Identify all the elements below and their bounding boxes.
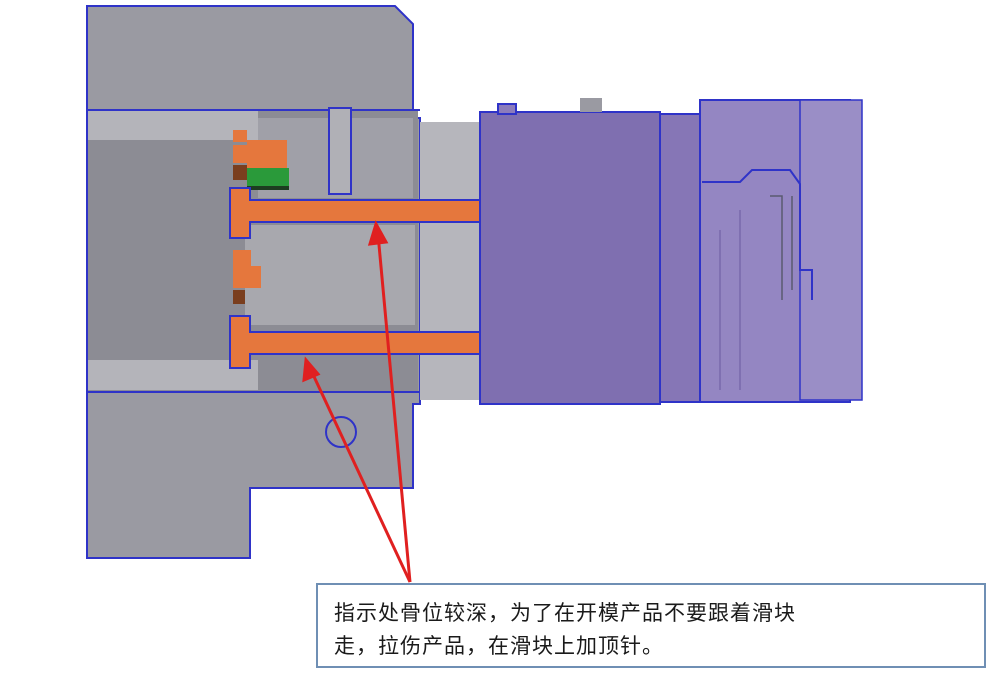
slider-top-tab bbox=[497, 103, 517, 115]
cavity-upper-lip bbox=[88, 110, 258, 140]
insert-brown-a bbox=[233, 165, 247, 180]
insert-orange-small bbox=[233, 130, 247, 142]
vertical-slot bbox=[328, 107, 352, 195]
annotation-callout: 指示处骨位较深，为了在开模产品不要跟着滑块 走，拉伤产品，在滑块上加顶针。 bbox=[316, 583, 986, 668]
insert-brown-b bbox=[233, 290, 245, 304]
insert-orange-d bbox=[233, 266, 261, 288]
insert-dark bbox=[247, 186, 289, 190]
insert-green bbox=[247, 168, 289, 188]
slider-step-profile bbox=[702, 169, 813, 300]
annotation-line-1: 指示处骨位较深，为了在开模产品不要跟着滑块 bbox=[334, 601, 796, 625]
annotation-line-2: 走，拉伤产品，在滑块上加顶针。 bbox=[334, 634, 664, 658]
callout-arrows bbox=[302, 220, 412, 583]
arrow-upper-head bbox=[367, 220, 389, 246]
insert-orange-a bbox=[233, 145, 247, 163]
slider-mid bbox=[659, 113, 701, 403]
guide-block bbox=[420, 122, 482, 400]
slider-block bbox=[479, 111, 661, 405]
screw-hole bbox=[325, 416, 357, 448]
arrow-upper-shaft bbox=[376, 233, 412, 583]
arrow-lower-shaft bbox=[308, 367, 412, 583]
slider-knob bbox=[580, 98, 602, 112]
arrow-lower-head bbox=[302, 356, 321, 383]
insert-orange-c bbox=[233, 250, 251, 266]
slider-inner-slot bbox=[770, 195, 793, 300]
core-block bbox=[245, 225, 415, 325]
insert-orange-b bbox=[247, 140, 287, 168]
slider-end bbox=[799, 99, 863, 401]
